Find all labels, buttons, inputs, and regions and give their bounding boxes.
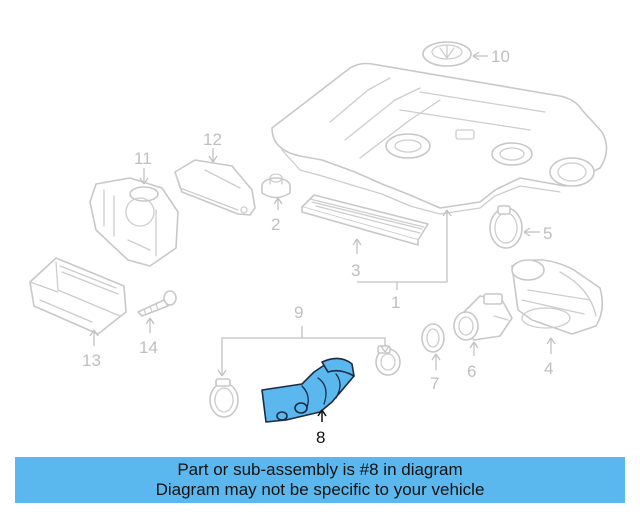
callout-7: 7 <box>430 374 439 393</box>
banner-line-1: Part or sub-assembly is #8 in diagram <box>177 460 463 479</box>
part-5-clamp[interactable] <box>489 205 523 249</box>
part-14-screw[interactable] <box>137 290 177 317</box>
banner-line-2: Diagram may not be specific to your vehi… <box>155 480 485 499</box>
part-12-intake-cover[interactable] <box>174 159 256 216</box>
callout-1: 1 <box>391 293 400 312</box>
callout-9: 9 <box>294 303 303 322</box>
callout-11: 11 <box>134 149 152 168</box>
part-9-clamp-left[interactable] <box>209 378 239 418</box>
part-2-grommet[interactable] <box>261 173 291 199</box>
part-4-intake-hose[interactable] <box>511 259 604 335</box>
part-13-air-duct[interactable] <box>29 257 127 335</box>
parts-diagram: 10 1 3 2 12 <box>29 41 608 447</box>
callout-2: 2 <box>271 215 280 234</box>
part-8-intake-boot[interactable] <box>261 357 355 423</box>
part-1-engine-cover[interactable] <box>271 62 608 215</box>
callout-6: 6 <box>467 362 476 381</box>
callout-5: 5 <box>543 224 552 243</box>
callout-3: 3 <box>351 261 360 280</box>
part-7-o-ring[interactable] <box>421 323 445 353</box>
callout-10: 10 <box>491 47 510 66</box>
callout-12: 12 <box>203 130 222 149</box>
part-11-air-box[interactable] <box>89 177 179 267</box>
callout-4: 4 <box>544 359 553 378</box>
info-banner: Part or sub-assembly is #8 in diagram Di… <box>15 457 625 503</box>
callout-14: 14 <box>139 338 158 357</box>
part-6-maf-sensor[interactable] <box>453 293 513 341</box>
part-9-clamp-right[interactable] <box>375 345 401 376</box>
part-3-air-filter[interactable] <box>301 194 429 246</box>
part-10-emblem[interactable] <box>422 41 472 67</box>
callout-13: 13 <box>82 351 101 370</box>
callout-8: 8 <box>316 428 325 447</box>
